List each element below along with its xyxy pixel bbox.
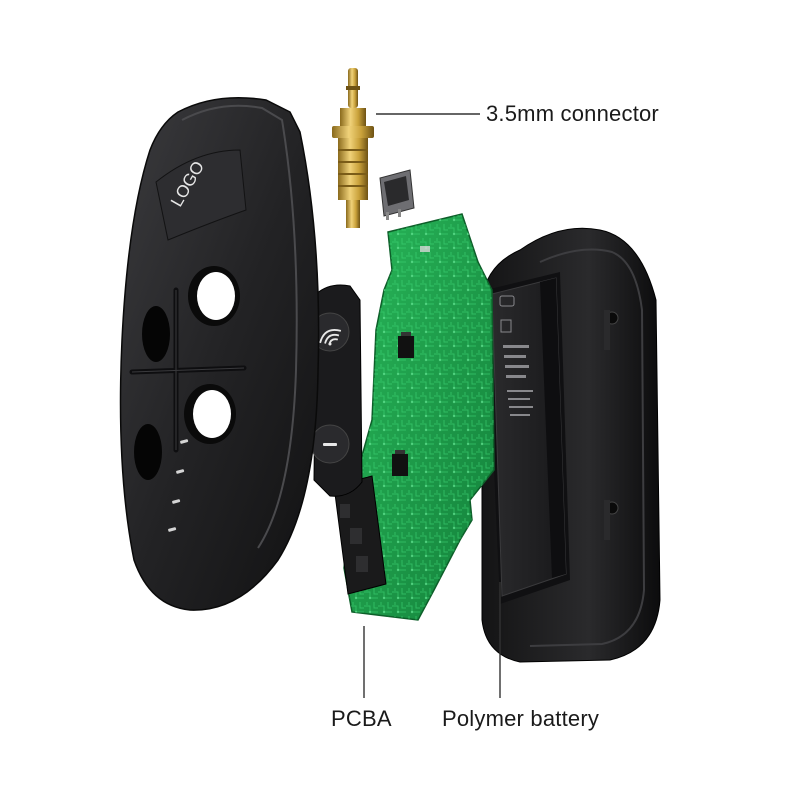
micro-usb-port [379, 169, 415, 220]
button-hole-left-bottom [134, 424, 162, 480]
leader-lines [363, 113, 501, 698]
label-pcba: PCBA [331, 706, 392, 731]
minus-icon [323, 443, 337, 446]
button-hole-top [188, 266, 240, 326]
brass-connector-3-5mm [332, 68, 374, 228]
label-polymer-battery: Polymer battery [442, 706, 600, 731]
switch-connector-block [333, 475, 387, 595]
wifi-signal-icon [319, 329, 342, 346]
front-cover: LOGO [119, 96, 320, 611]
button-bracket [310, 284, 363, 497]
label-3-5mm-connector: 3.5mm connector [486, 101, 659, 126]
indicator-slots [168, 439, 189, 532]
pcba-board [343, 213, 495, 621]
polymer-battery [486, 272, 570, 604]
power-button[interactable] [310, 424, 350, 464]
button-hole-bottom [184, 384, 236, 444]
button-hole-left-top [142, 306, 170, 362]
